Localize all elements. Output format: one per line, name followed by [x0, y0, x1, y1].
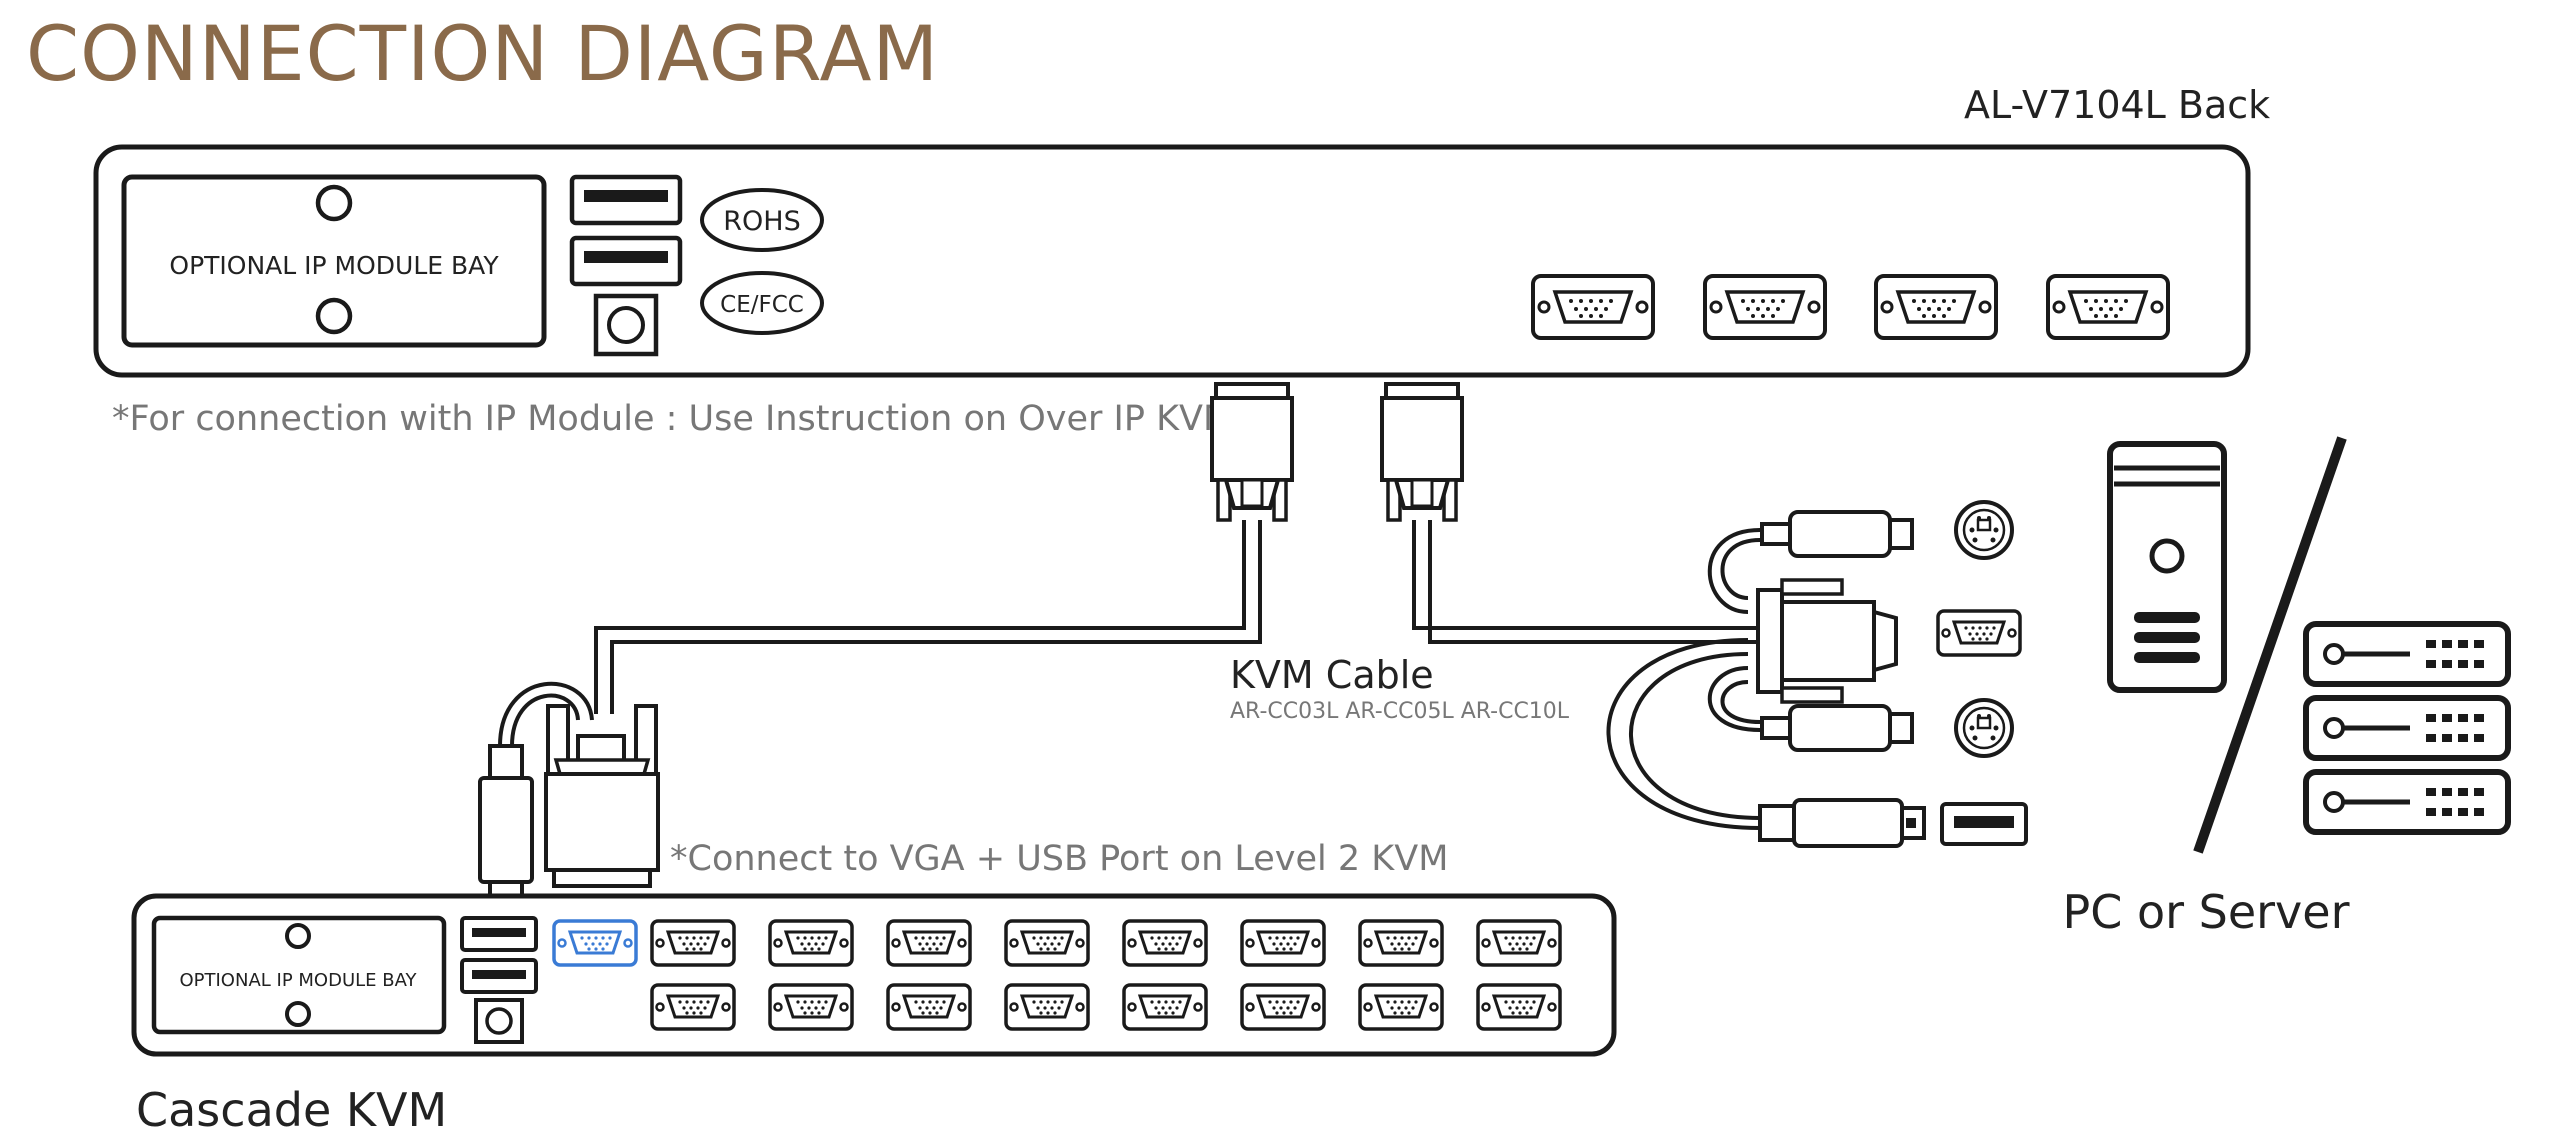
top-ip-bay-label: OPTIONAL IP MODULE BAY [169, 251, 499, 280]
top-ip-module-bay: OPTIONAL IP MODULE BAY [121, 174, 547, 348]
cascade-ip-bay-label: OPTIONAL IP MODULE BAY [179, 970, 417, 991]
diagram-title: CONNECTION DIAGRAM [26, 9, 939, 98]
pc-ports [1936, 500, 2028, 846]
top-usb-ports [569, 174, 683, 287]
vga-usb-note: *Connect to VGA + USB Port on Level 2 KV… [670, 839, 1448, 879]
pc-usb-port [1940, 802, 2028, 846]
vga-plug-top-right [1380, 382, 1464, 522]
top-kvm-unit: AL-V7104L Back OPTIONAL IP MODULE BAY RO… [93, 83, 2270, 378]
cascade-connector [478, 681, 660, 906]
rohs-badge: ROHS [700, 188, 824, 252]
pc-side-cable-hub [1606, 510, 1926, 848]
cascade-kvm-label: Cascade KVM [136, 1083, 447, 1137]
top-db-port [1531, 274, 1655, 340]
pc-server-label: PC or Server [2062, 885, 2349, 939]
ce-fcc-badge: CE/FCC [700, 271, 824, 335]
top-db-port [1703, 274, 1827, 340]
svg-text:ROHS: ROHS [723, 206, 800, 237]
cascade-console-port-highlighted [552, 919, 638, 967]
pc-vga-port [1936, 609, 2022, 657]
pc-tower-icon [2107, 441, 2227, 693]
top-db-port [2046, 274, 2170, 340]
vga-plug-top-left [1210, 382, 1294, 522]
top-power-port [593, 293, 659, 357]
top-db-port [1874, 274, 1998, 340]
cascade-kvm-unit: OPTIONAL IP MODULE BAY [131, 893, 1617, 1057]
top-unit-label: AL-V7104L Back [1964, 83, 2270, 127]
ip-module-note: *For connection with IP Module : Use Ins… [112, 399, 1233, 439]
cascade-usb-ports [460, 916, 538, 994]
divider-slash [2193, 436, 2347, 854]
kvm-cable-models: AR-CC03L AR-CC05L AR-CC10L [1230, 699, 1570, 724]
cascade-ip-module-bay: OPTIONAL IP MODULE BAY [151, 915, 447, 1035]
kvm-cable-paths [594, 520, 1758, 714]
kvm-cable-label: KVM Cable [1230, 653, 1434, 697]
cascade-power-port [474, 998, 524, 1044]
ps2-keyboard-port [1954, 698, 2014, 758]
ps2-mouse-port [1954, 500, 2014, 560]
server-stack-icon [2303, 621, 2511, 835]
svg-text:CE/FCC: CE/FCC [720, 292, 804, 318]
